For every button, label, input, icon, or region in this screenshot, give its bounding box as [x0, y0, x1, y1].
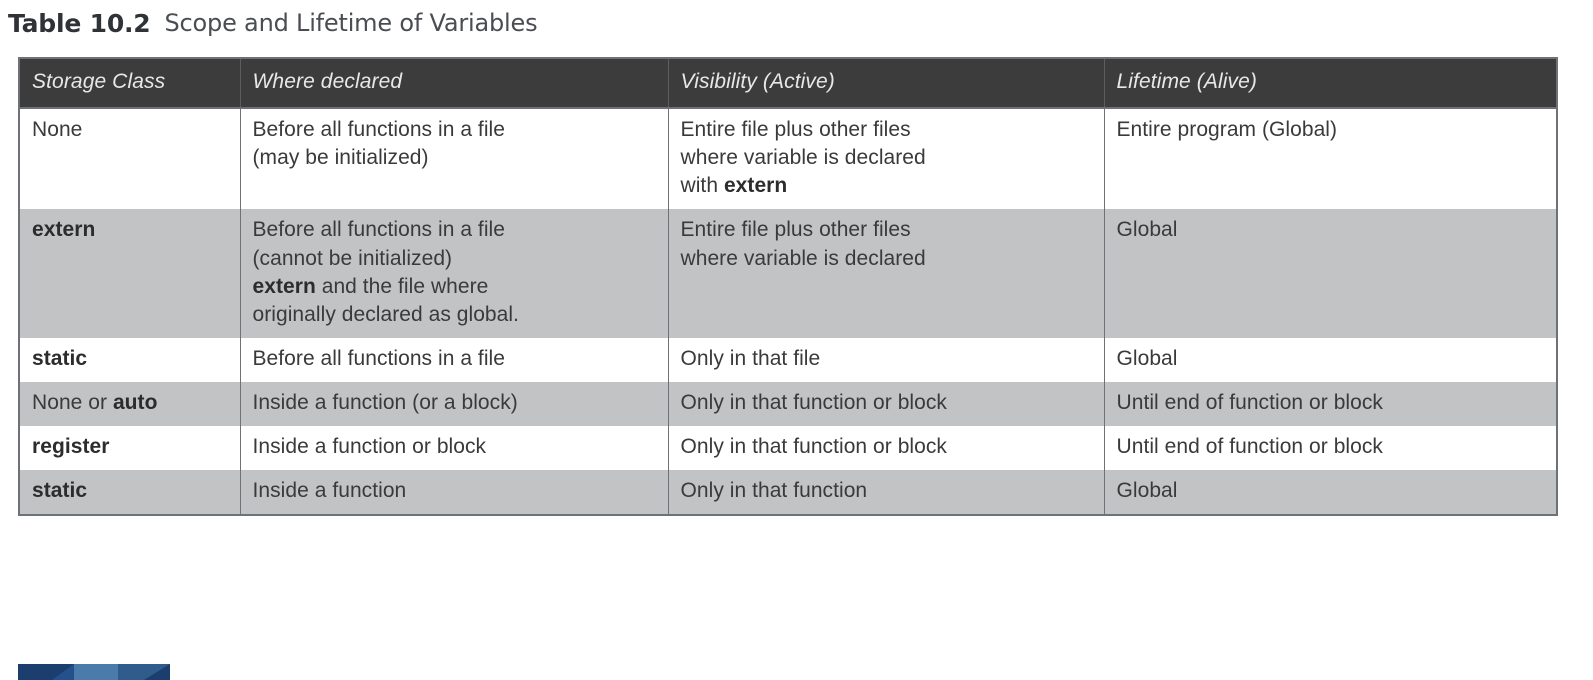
cell-storage-class: extern: [20, 209, 241, 338]
cell-line: Only in that function or block: [680, 435, 947, 459]
column-header-storage-class: Storage Class: [20, 59, 241, 109]
cell-visibility: Only in that function: [668, 470, 1105, 515]
cell-line: Inside a function or block: [252, 435, 487, 459]
cell-line: Only in that file: [680, 346, 821, 370]
cell-lifetime: Global: [1104, 470, 1556, 515]
column-header-lifetime: Lifetime (Alive): [1104, 59, 1556, 109]
cell-where-declared: Before all functions in a file (cannot be…: [240, 209, 669, 338]
cell-visibility: Only in that function or block: [668, 426, 1105, 471]
cell-where-declared: Before all functions in a file (may be in…: [240, 108, 669, 210]
scope-lifetime-table: Storage Class Where declared Visibility …: [20, 59, 1556, 515]
cell-line: Inside a function (or a block): [252, 391, 518, 414]
cell-line: Entire file plus other files: [680, 118, 911, 141]
banner-segment-steel: [118, 664, 170, 680]
table-row: static Inside a function Only in that func…: [20, 470, 1556, 515]
cell-line: where variable is declared: [680, 246, 926, 270]
table-number-label: Table 10.2: [8, 8, 151, 38]
cell-where-declared: Inside a function: [240, 470, 669, 515]
cell-line: Before all functions in a file: [252, 118, 505, 141]
cell-where-declared: Inside a function (or a block): [240, 382, 669, 427]
cell-line: Inside a function: [252, 479, 407, 503]
table-row: extern Before all functions in a file (can…: [20, 209, 1556, 338]
cell-line: Before all functions in a file: [252, 346, 505, 370]
cell-lifetime: Until end of function or block: [1104, 382, 1556, 427]
cell-lifetime: Global: [1104, 337, 1556, 382]
cell-storage-class: register: [20, 426, 241, 471]
table-row: static Before all functions in a file Only…: [20, 337, 1556, 382]
cell-line: Before all functions in a file: [252, 218, 505, 242]
cell-where-declared: Inside a function or block: [240, 426, 669, 471]
table-title: Scope and Lifetime of Variables: [164, 9, 538, 37]
scope-lifetime-table-container: Storage Class Where declared Visibility …: [18, 57, 1558, 517]
cell-line: originally declared as global.: [252, 302, 519, 326]
cell-line: extern and the file where: [252, 274, 489, 298]
cell-lifetime: Entire program (Global): [1104, 108, 1556, 210]
table-row: None Before all functions in a file (may b…: [20, 108, 1556, 210]
cell-visibility: Entire file plus other files where variab…: [668, 209, 1105, 338]
table-header-row: Storage Class Where declared Visibility …: [20, 59, 1556, 109]
banner-segment-blue: [74, 664, 118, 680]
blue-banner-graphic: [18, 664, 170, 680]
cell-visibility: Only in that file: [668, 337, 1105, 382]
cell-line: (cannot be initialized): [252, 246, 453, 270]
cell-lifetime: Until end of function or block: [1104, 426, 1556, 471]
column-header-visibility: Visibility (Active): [668, 59, 1105, 109]
table-row: None or auto Inside a function (or a bloc…: [20, 382, 1556, 427]
cell-line: Entire file plus other files: [680, 218, 911, 242]
cell-where-declared: Before all functions in a file: [240, 337, 669, 382]
cell-visibility: Entire file plus other files where variab…: [668, 108, 1105, 210]
cell-storage-class: None: [20, 108, 241, 210]
cell-line: (may be initialized): [252, 146, 429, 170]
cell-line: Only in that function: [680, 479, 868, 503]
cell-line: with extern: [680, 174, 788, 198]
column-header-where-declared: Where declared: [240, 59, 669, 109]
cell-visibility: Only in that function or block: [668, 382, 1105, 427]
cell-line: where variable is declared: [680, 146, 926, 170]
table-caption: Table 10.2 Scope and Lifetime of Variabl…: [8, 6, 538, 40]
cell-lifetime: Global: [1104, 209, 1556, 338]
cell-storage-class: static: [20, 470, 241, 515]
table-header: Storage Class Where declared Visibility …: [20, 59, 1556, 109]
cell-storage-class: None or auto: [20, 382, 241, 427]
cell-line: Only in that function or block: [680, 391, 947, 414]
banner-segment-navy: [18, 664, 74, 680]
cell-storage-class: static: [20, 337, 241, 382]
table-row: register Inside a function or block Only i…: [20, 426, 1556, 471]
